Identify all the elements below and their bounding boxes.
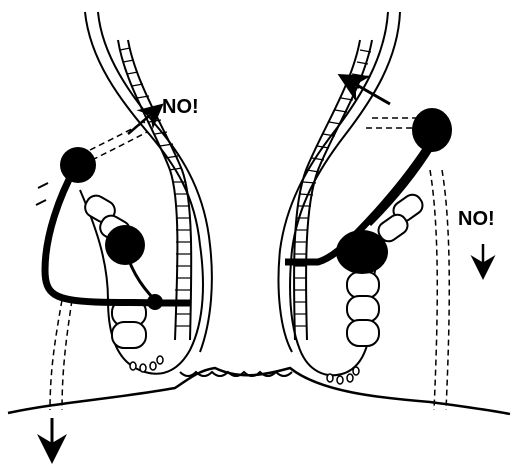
left-fold	[36, 12, 212, 452]
left-small-ovals	[130, 356, 163, 372]
right-node-upper	[412, 108, 452, 152]
left-tick-1	[38, 183, 48, 188]
left-dashed-vessel-a	[50, 300, 62, 410]
left-node-middle	[105, 225, 145, 265]
right-node-lower	[336, 230, 388, 274]
left-no-label: NO!	[162, 96, 199, 118]
left-striations	[120, 48, 191, 326]
left-dashed-vessel-b	[62, 300, 72, 410]
right-dashed-vessel-b	[442, 170, 449, 410]
left-tick-2	[36, 200, 46, 205]
right-dashed-vessel-a	[430, 170, 437, 410]
right-small-ovals	[327, 367, 359, 384]
left-dashed-vessel-d	[92, 132, 147, 160]
left-duct-segments	[82, 192, 146, 348]
left-node-small	[147, 294, 163, 310]
right-fold	[279, 12, 484, 410]
left-node-upper	[60, 147, 96, 183]
right-no-label: NO!	[458, 208, 495, 230]
